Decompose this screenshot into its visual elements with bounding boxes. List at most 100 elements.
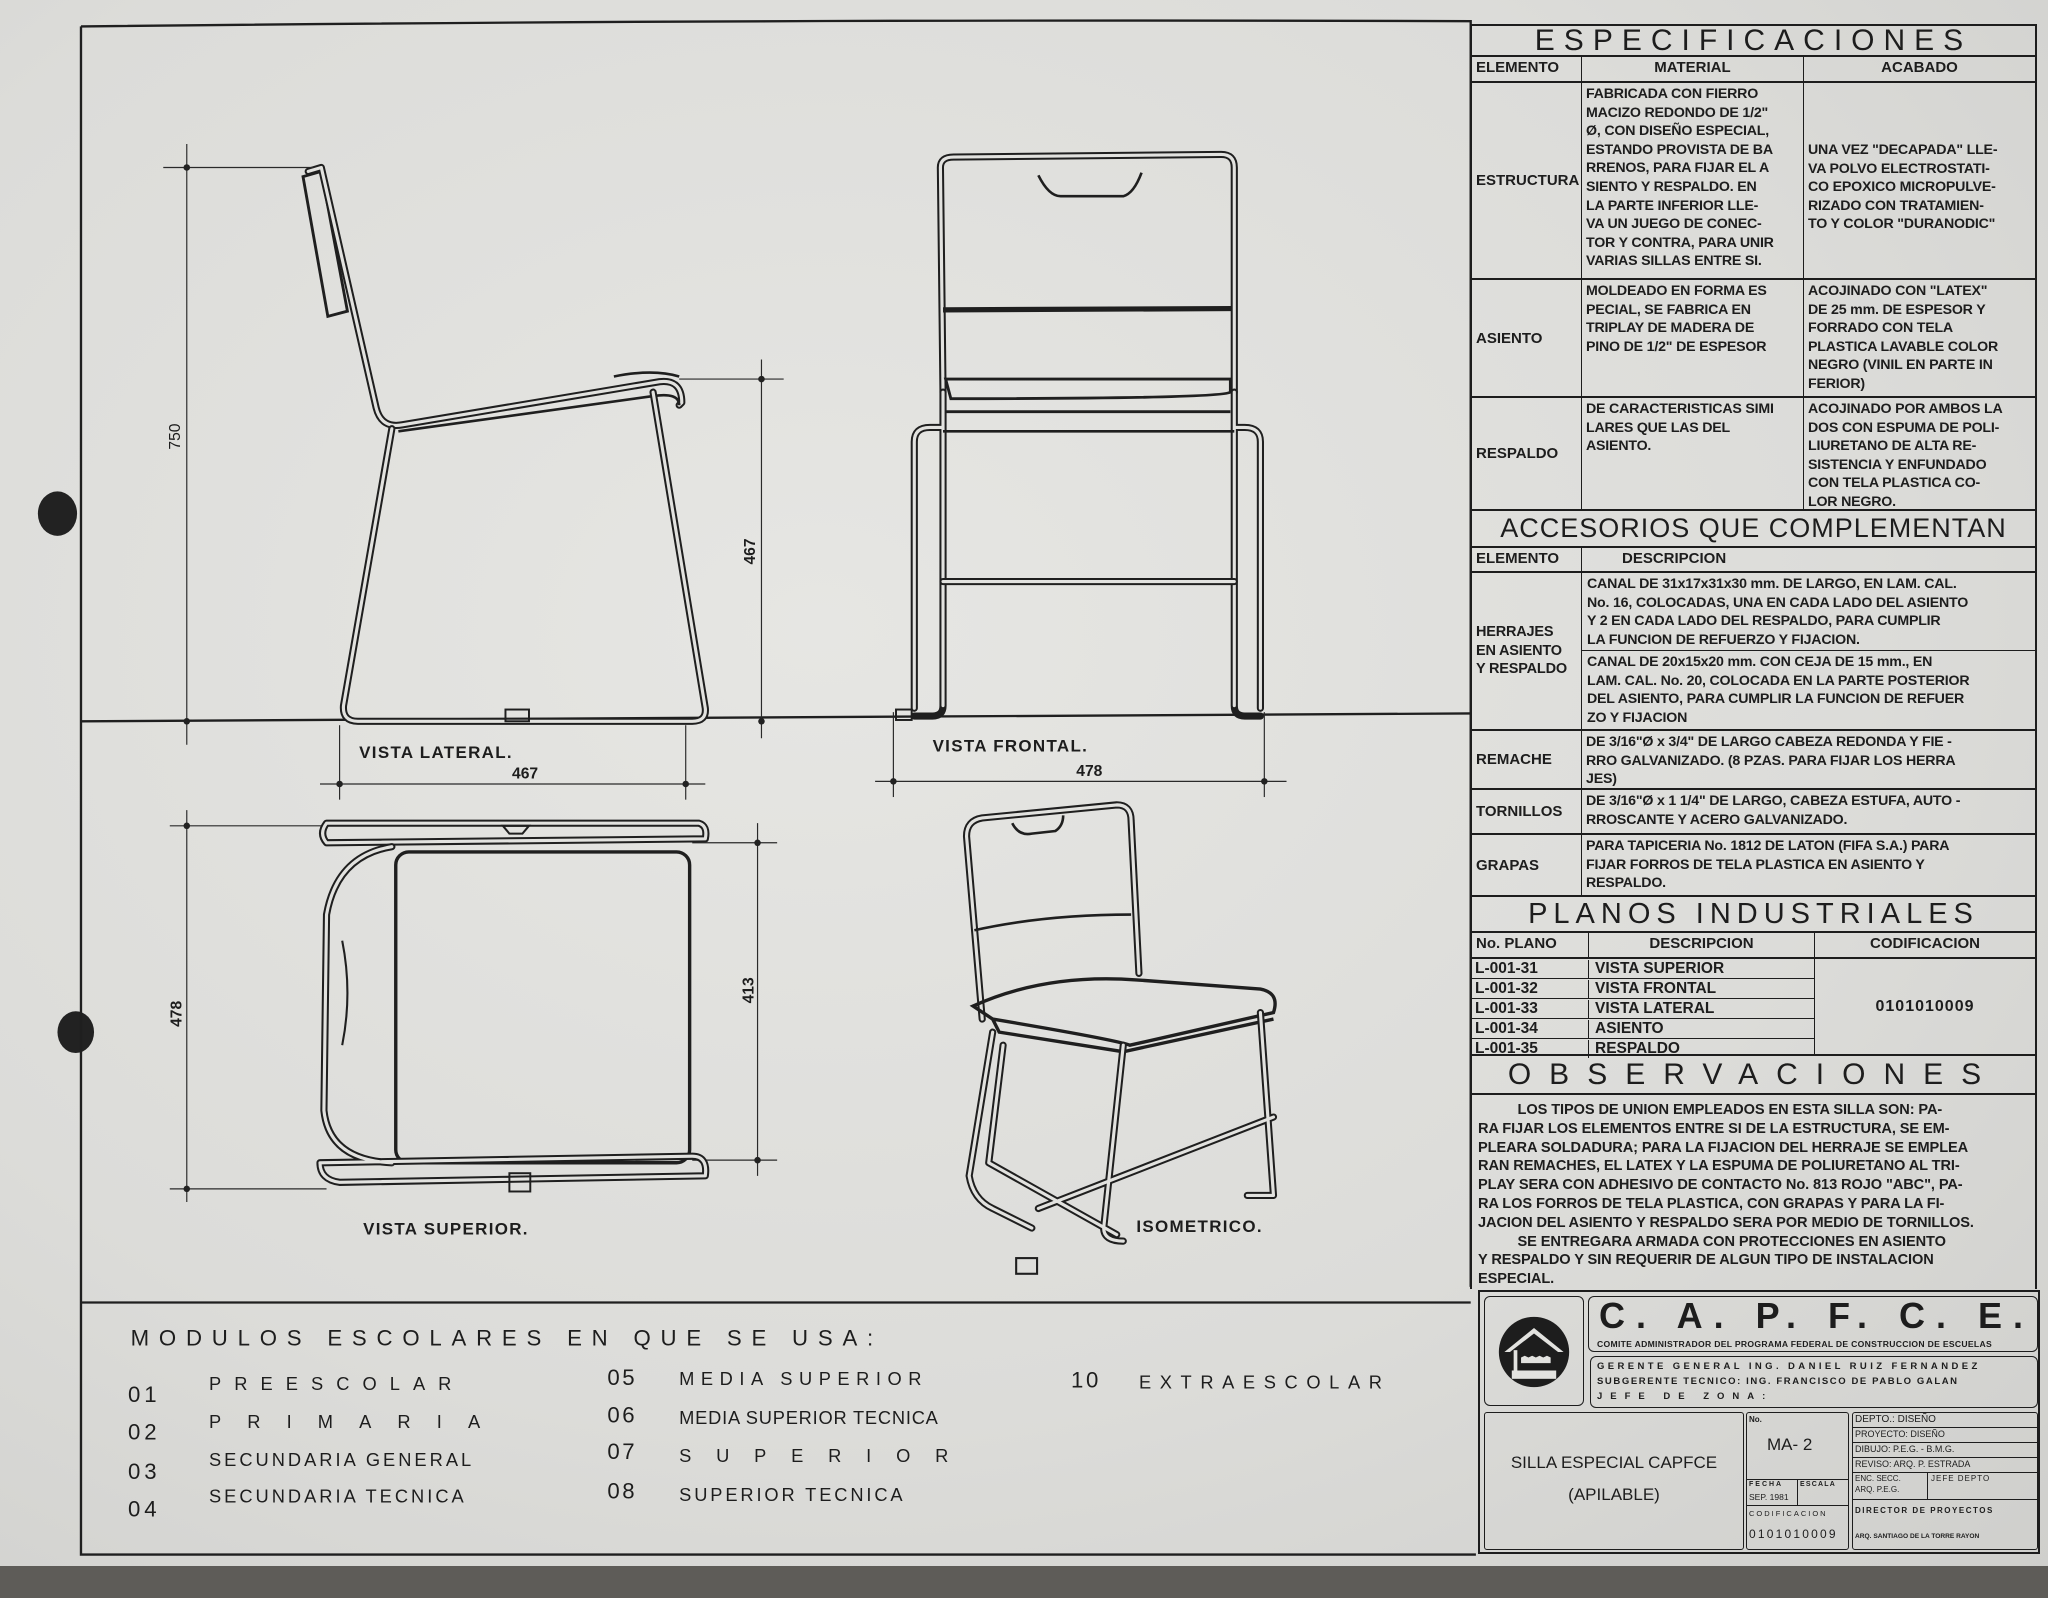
module-number: 07: [607, 1439, 637, 1464]
desk-surface: [0, 1566, 2048, 1598]
director-name: ARQ. SANTIAGO DE LA TORRE RAYON: [1855, 1533, 1980, 1540]
plano-no: L-001-34: [1472, 1019, 1589, 1038]
spec-row-respaldo: RESPALDO DE CARACTERISTICAS SIMI LARES Q…: [1472, 398, 2035, 511]
acc-row-herrajes: HERRAJES EN ASIENTO Y RESPALDO CANAL DE …: [1472, 573, 2035, 731]
org-full-name: COMITE ADMINISTRADOR DEL PROGRAMA FEDERA…: [1597, 1339, 1993, 1349]
acc-elemento: HERRAJES EN ASIENTO Y RESPALDO: [1472, 573, 1582, 729]
acc-row-remache: REMACHE DE 3/16"Ø x 3/4" DE LARGO CABEZA…: [1472, 731, 2035, 790]
drawing-subtitle: (APILABLE): [1568, 1485, 1660, 1504]
sheet-border: [79, 19, 1476, 1556]
depto: DEPTO.: DISEÑO: [1853, 1413, 2037, 1428]
plano-desc: VISTA LATERAL: [1595, 999, 1715, 1017]
director-label: DIRECTOR DE PROYECTOS: [1855, 1506, 1994, 1515]
accesorios-header: ELEMENTO DESCRIPCION: [1472, 548, 2035, 573]
module-label: SECUNDARIA GENERAL: [209, 1449, 474, 1470]
org-box: C. A. P. F. C. E. COMITE ADMINISTRADOR D…: [1588, 1296, 2038, 1352]
punch-hole: [57, 1011, 95, 1054]
escala-label: ESCALA: [1800, 1481, 1836, 1488]
spec-acabado: ACOJINADO CON "LATEX" DE 25 mm. DE ESPES…: [1808, 283, 1999, 392]
drawing-title-box: SILLA ESPECIAL CAPFCE (APILABLE): [1484, 1412, 1744, 1550]
dim-750: 750: [167, 423, 184, 449]
acc-descripcion: DE 3/16"Ø x 3/4" DE LARGO CABEZA REDONDA…: [1586, 734, 1956, 788]
side-view-chair: [301, 163, 709, 725]
spec-row-asiento: ASIENTO MOLDEADO EN FORMA ES PECIAL, SE …: [1472, 280, 2035, 398]
module-label: MEDIA SUPERIOR TECNICA: [679, 1407, 939, 1428]
header-no-plano: No. PLANO: [1472, 933, 1589, 957]
plano-desc: RESPALDO: [1595, 1039, 1680, 1057]
label-vista-lateral: VISTA LATERAL.: [359, 743, 513, 762]
header-elemento: ELEMENTO: [1472, 57, 1582, 81]
label-isometrico: ISOMETRICO.: [1136, 1217, 1263, 1236]
reviso: REVISO: ARQ. P. ESTRADA: [1853, 1458, 2037, 1473]
plano-no: L-001-33: [1472, 999, 1589, 1018]
spec-elemento: RESPALDO: [1472, 398, 1582, 509]
dimension-lines: [163, 143, 1287, 1202]
label-vista-superior: VISTA SUPERIOR.: [363, 1220, 529, 1239]
plano-desc: VISTA FRONTAL: [1595, 979, 1717, 997]
module-label: SUPERIOR TECNICA: [679, 1484, 905, 1505]
codificacion-label: CODIFICACION: [1749, 1509, 1828, 1518]
dim-467-depth: 467: [512, 766, 538, 783]
dim-478-front: 478: [1076, 763, 1102, 780]
planos-title: PLANOS INDUSTRIALES: [1472, 897, 2035, 933]
plano-row[interactable]: L-001-32 VISTA FRONTAL: [1472, 979, 1814, 999]
title-block: C. A. P. F. C. E. COMITE ADMINISTRADOR D…: [1478, 1290, 2040, 1554]
acc-descripcion: PARA TAPICERIA No. 1812 DE LATON (FIFA S…: [1586, 838, 1950, 892]
acc-elemento: GRAPAS: [1472, 835, 1582, 895]
module-number: 03: [128, 1459, 161, 1484]
module-label: SECUNDARIA TECNICA: [209, 1485, 467, 1506]
module-number: 10: [1071, 1367, 1101, 1392]
enc-secc-value: ARQ. P.E.G.: [1855, 1485, 1900, 1494]
module-number: 01: [128, 1382, 161, 1407]
spec-elemento: ESTRUCTURA: [1472, 83, 1582, 278]
subgerente: SUBGERENTE TECNICO: ING. FRANCISCO DE PA…: [1597, 1376, 1959, 1387]
plano-codificacion: 0101010009: [1875, 997, 1975, 1015]
modulos-title: MODULOS ESCOLARES EN QUE SE USA:: [131, 1326, 883, 1351]
header-material: MATERIAL: [1582, 57, 1804, 81]
module-label: PREESCOLAR: [209, 1373, 464, 1394]
acc-row-tornillos: TORNILLOS DE 3/16"Ø x 1 1/4" DE LARGO, C…: [1472, 790, 2035, 835]
spec-acabado: UNA VEZ "DECAPADA" LLE- VA POLVO ELECTRO…: [1808, 142, 1998, 233]
front-view-chair: [895, 150, 1264, 721]
acc-descripcion: DE 3/16"Ø x 1 1/4" DE LARGO, CABEZA ESTU…: [1586, 793, 1961, 828]
no-label: No.: [1749, 1415, 1762, 1424]
plano-no: L-001-32: [1472, 979, 1589, 998]
acc-elemento: TORNILLOS: [1472, 790, 1582, 833]
plano-row[interactable]: L-001-33 VISTA LATERAL: [1472, 999, 1814, 1019]
module-label: MEDIA SUPERIOR: [679, 1368, 928, 1389]
label-vista-frontal: VISTA FRONTAL.: [933, 736, 1089, 755]
acc-descripcion: CANAL DE 20x15x20 mm. CON CEJA DE 15 mm.…: [1587, 654, 1970, 726]
jefe-depto: JEFE DEPTO: [1931, 1474, 1991, 1483]
observaciones-text: LOS TIPOS DE UNION EMPLEADOS EN ESTA SIL…: [1478, 1102, 1974, 1288]
enc-secc-label: ENC. SECC.: [1855, 1474, 1901, 1483]
gerente: GERENTE GENERAL ING. DANIEL RUIZ FERNAND…: [1597, 1361, 1981, 1372]
acc-row-grapas: GRAPAS PARA TAPICERIA No. 1812 DE LATON …: [1472, 835, 2035, 897]
header-descripcion: DESCRIPCION: [1622, 550, 1727, 567]
capfce-logo-icon: [1498, 1316, 1570, 1388]
especificaciones-header: ELEMENTO MATERIAL ACABADO: [1472, 57, 2035, 83]
module-label: PRIMARIA: [209, 1411, 506, 1432]
module-label: EXTRAESCOLAR: [1139, 1372, 1391, 1393]
org-acronym: C. A. P. F. C. E.: [1599, 1296, 2035, 1336]
spec-material: FABRICADA CON FIERRO MACIZO REDONDO DE 1…: [1582, 83, 1804, 278]
staff-box: GERENTE GENERAL ING. DANIEL RUIZ FERNAND…: [1590, 1356, 2038, 1408]
no-value: MA- 2: [1767, 1435, 1813, 1454]
planos-header: No. PLANO DESCRIPCION CODIFICACION: [1472, 933, 2035, 959]
module-number: 08: [607, 1478, 637, 1503]
header-codificacion: CODIFICACION: [1870, 935, 1980, 952]
fecha-label: FECHA: [1749, 1481, 1784, 1488]
module-number: 04: [128, 1497, 161, 1522]
especificaciones-title: ESPECIFICACIONES: [1472, 26, 2035, 57]
acc-descripcion: CANAL DE 31x17x31x30 mm. DE LARGO, EN LA…: [1582, 573, 2035, 651]
header-acabado: ACABADO: [1881, 59, 1958, 76]
jefe-zona: JEFE DE ZONA:: [1597, 1391, 1774, 1402]
spec-material: MOLDEADO EN FORMA ES PECIAL, SE FABRICA …: [1582, 280, 1804, 396]
spec-row-estructura: ESTRUCTURA FABRICADA CON FIERRO MACIZO R…: [1472, 83, 2035, 280]
observaciones-title: OBSERVACIONES: [1472, 1056, 2035, 1095]
module-number: 02: [128, 1420, 161, 1445]
